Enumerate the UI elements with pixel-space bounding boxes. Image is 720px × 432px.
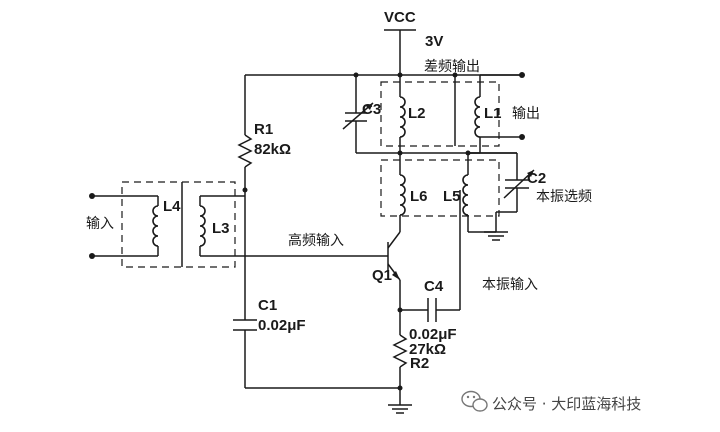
- voltage-label: 3V: [425, 33, 443, 50]
- lo-select-label: 本振选频: [536, 189, 592, 205]
- l5-label: L5: [443, 188, 461, 205]
- ground-main: [388, 404, 412, 414]
- r1-resistor: [237, 75, 253, 320]
- r1-label: R1: [254, 121, 273, 138]
- input-transformer: [121, 181, 236, 268]
- r1-value-label: 82kΩ: [254, 141, 291, 158]
- c2-label: C2: [527, 170, 546, 187]
- output-label: 输出: [512, 106, 540, 122]
- l2-label: L2: [408, 105, 426, 122]
- r2-resistor: [392, 310, 408, 405]
- rf-input-label: 高频输入: [288, 232, 344, 249]
- wechat-icon: [461, 390, 488, 412]
- l2-coil: [397, 75, 406, 175]
- l4-coil: [152, 196, 159, 256]
- c3-label: C3: [362, 101, 381, 118]
- output-transformer: [380, 72, 500, 147]
- c4-label: C4: [424, 278, 444, 295]
- input-terminals: [89, 193, 158, 259]
- c4-capacitor: [400, 298, 460, 322]
- l4-label: L4: [163, 198, 181, 215]
- r2-label: R2: [410, 355, 429, 372]
- q1-label: Q1: [372, 267, 392, 284]
- watermark-text: 公众号 · 大印蓝海科技: [492, 395, 641, 413]
- lo-transformer: [380, 159, 500, 217]
- c1-capacitor: [233, 319, 400, 389]
- vcc-supply: [384, 29, 416, 75]
- lo-input-label: 本振输入: [482, 277, 538, 293]
- l6-coil: [399, 174, 406, 232]
- c3-variable-capacitor: [342, 75, 517, 154]
- q1-transistor: [387, 231, 403, 313]
- input-label: 输入: [86, 216, 114, 232]
- diff-output-label: 差频输出: [424, 59, 480, 75]
- c1-label: C1: [258, 297, 277, 314]
- l3-coil: [199, 195, 388, 257]
- l1-coil: [468, 72, 525, 154]
- c2-variable-capacitor: [468, 152, 535, 232]
- r2-value-label: 27kΩ: [409, 341, 446, 358]
- l1-label: L1: [484, 105, 502, 122]
- ground-lo: [484, 231, 508, 241]
- c4-value-label: 0.02μF: [409, 326, 457, 343]
- vcc-label: VCC: [384, 9, 416, 26]
- c1-value-label: 0.02μF: [258, 317, 306, 334]
- l3-label: L3: [212, 220, 230, 237]
- l6-label: L6: [410, 188, 428, 205]
